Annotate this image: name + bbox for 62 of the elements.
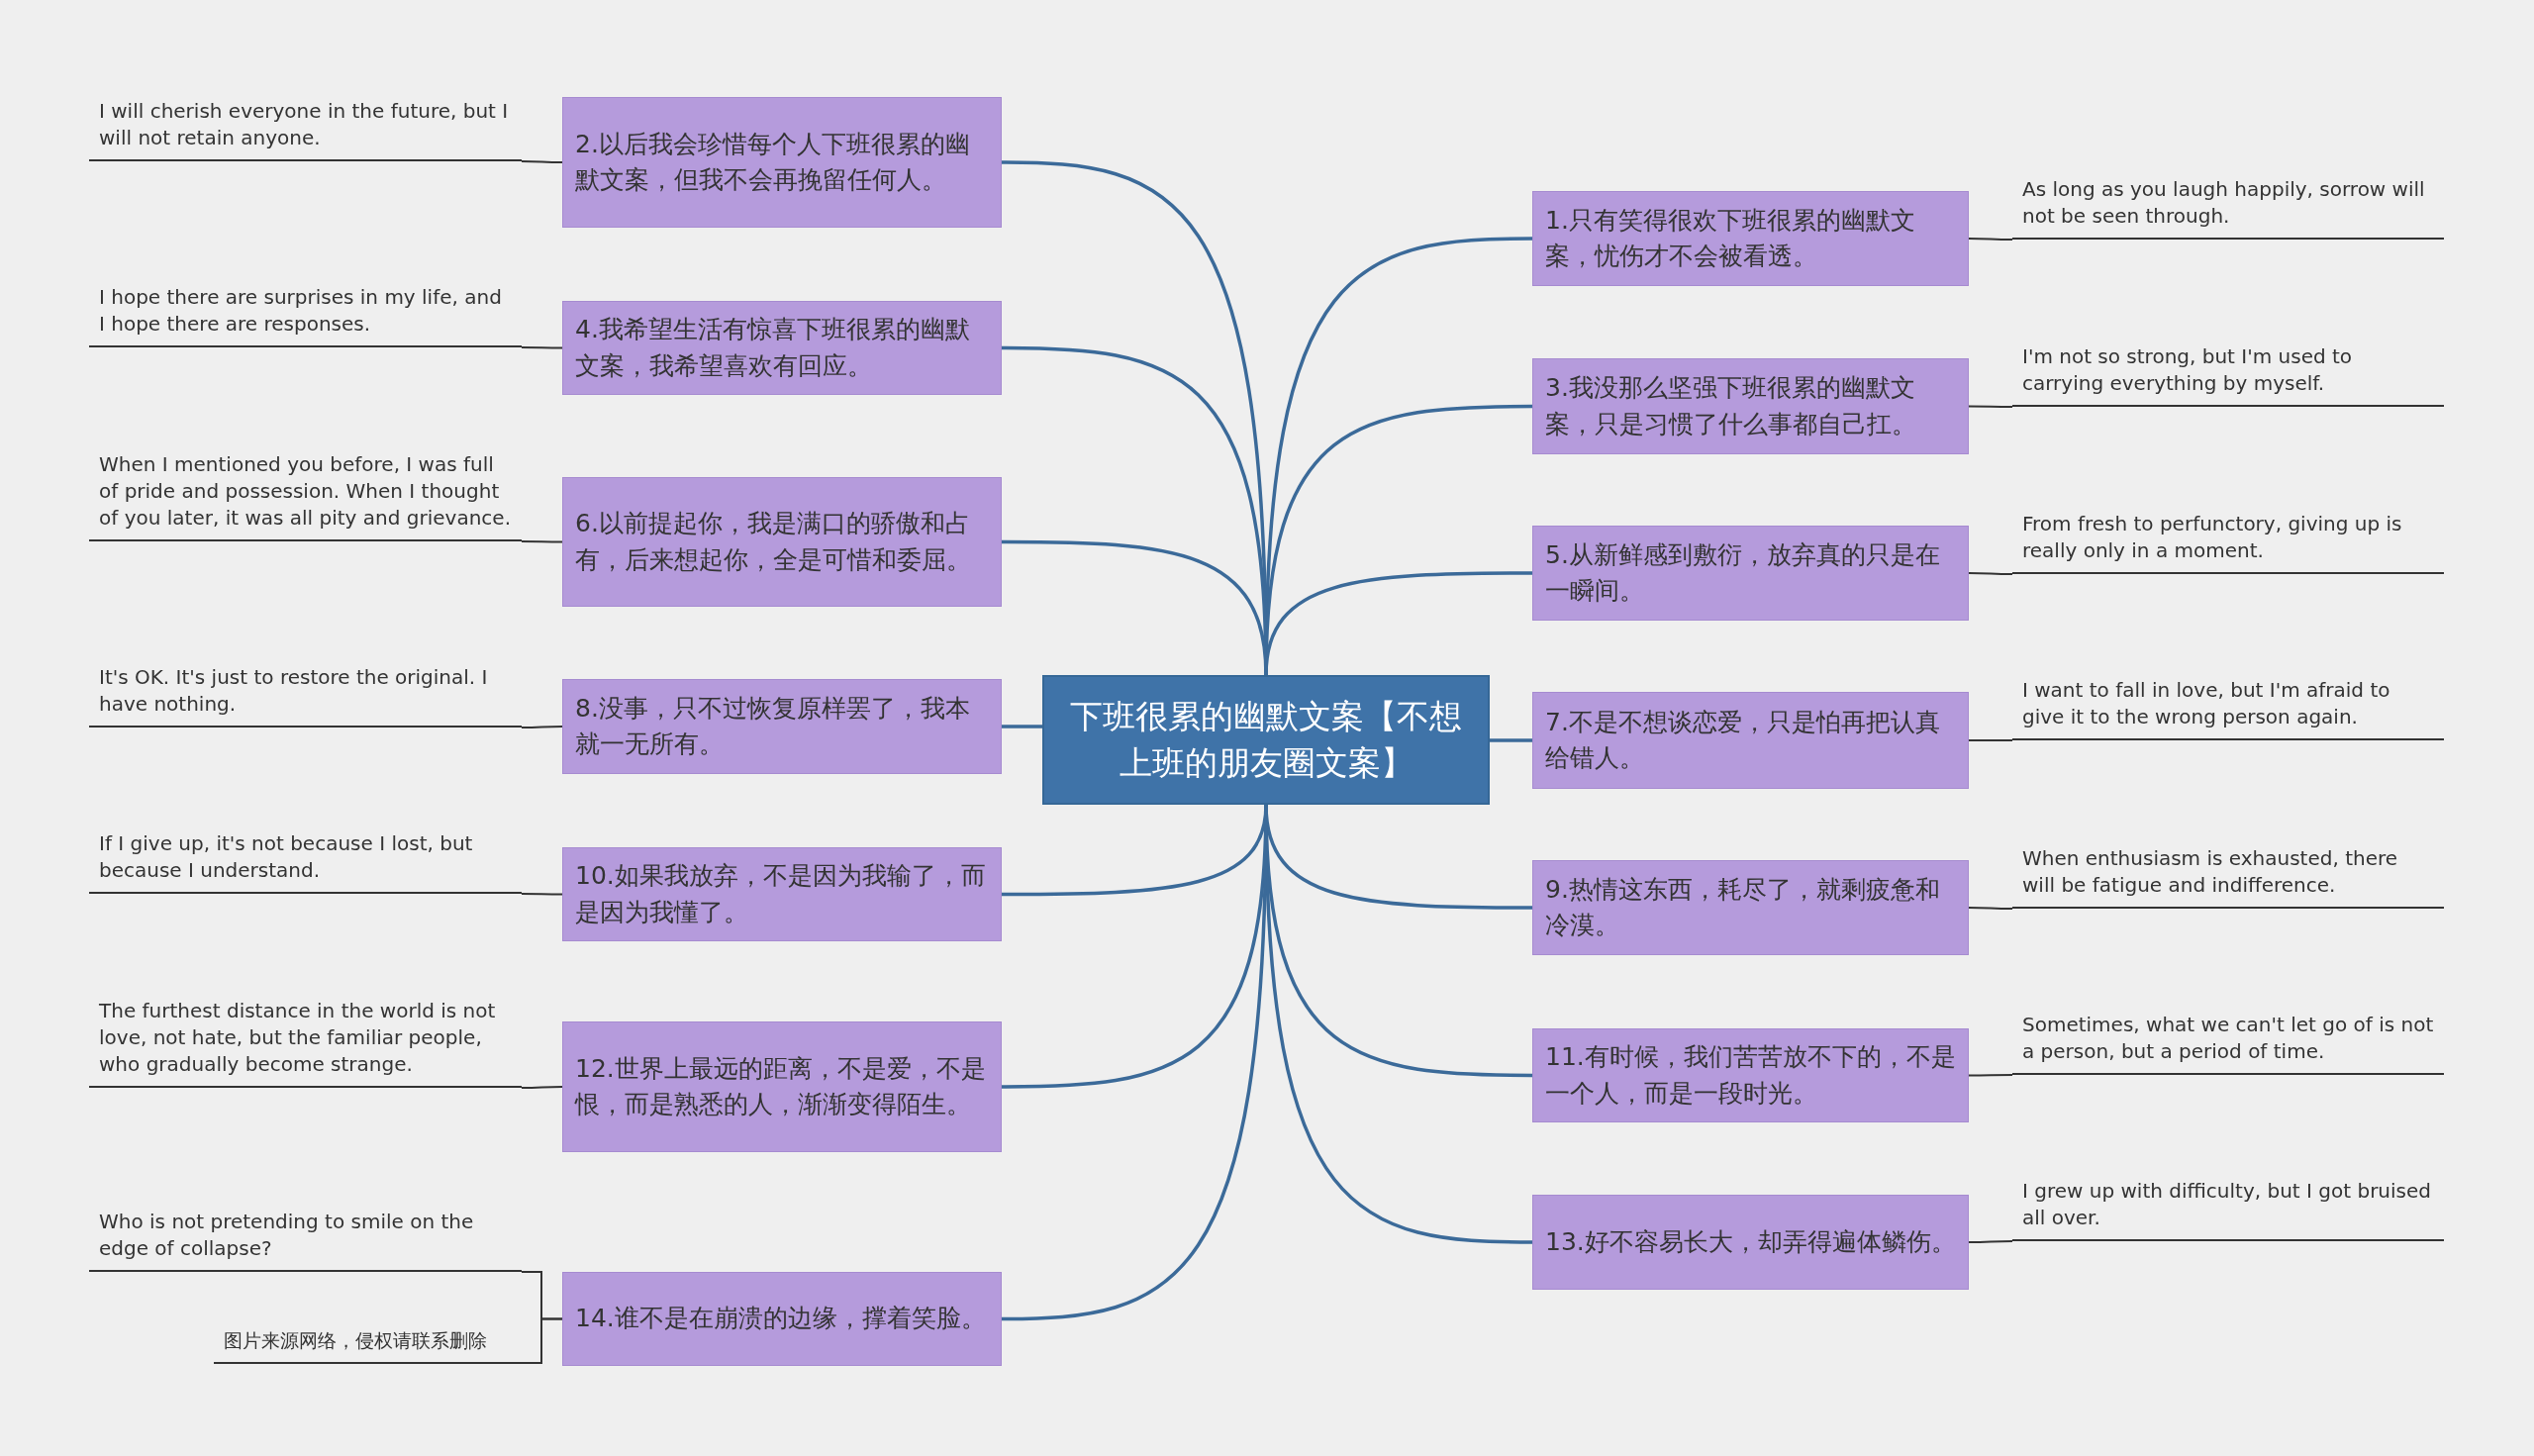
topic-box: [562, 1272, 1002, 1366]
node-text: I hope there are surprises in my life, and I hope there are responses.: [99, 284, 503, 338]
connector-line: [1002, 539, 1268, 676]
connector-line: [1490, 738, 1532, 742]
node-text: 4.我希望生活有惊喜下班很累的幽默文案，我希望喜欢有回应。: [575, 314, 971, 382]
node-text: 1.只有笑得很欢下班很累的幽默文案，忧伤才不会被看透。: [1545, 204, 1916, 272]
node-text: It's OK. It's just to restore the original. I have nothing.: [99, 664, 489, 718]
node-text: 9.热情这东西，耗尽了，就剩疲惫和冷漠。: [1545, 873, 1941, 941]
node-text: When enthusiasm is exhausted, there will be fatigue and indifference.: [2022, 845, 2399, 899]
topic-box: [562, 1021, 1002, 1152]
node-text: 2.以后我会珍惜每个人下班很累的幽默文案，但我不会再挽留任何人。: [575, 128, 971, 196]
connector-line: [540, 1317, 563, 1365]
topic-box: [1532, 860, 1969, 955]
node-text: 8.没事，只不过恢复原样罢了，我本就一无所有。: [575, 692, 971, 760]
node-text: 7.不是不想谈恋爱，只是怕再把认真给错人。: [1545, 706, 1941, 774]
topic-box: [1532, 1028, 1969, 1122]
connector-line: [1968, 1240, 2013, 1243]
connector-line: [1968, 739, 2013, 741]
connector-line: [521, 160, 563, 163]
topic-box: [1532, 358, 1969, 454]
connector-line: [1968, 238, 2013, 241]
node-text: If I give up, it's not because I lost, but because I understand.: [99, 830, 474, 884]
connector-line: [521, 1086, 563, 1089]
node-text: 11.有时候，我们苦苦放不下的，不是一个人，而是一段时光。: [1545, 1041, 1956, 1110]
node-text: 3.我没那么坚强下班很累的幽默文案，只是习惯了什么事都自己扛。: [1545, 372, 1917, 440]
connector-line: [1002, 725, 1042, 728]
node-text: I will cherish everyone in the future, but I will not retain anyone.: [99, 98, 510, 151]
node-text: 6.以前提起你，我是满口的骄傲和占有，后来想起你，全是可惜和委屈。: [575, 508, 972, 576]
topic-box: [562, 97, 1002, 228]
connector-line: [521, 540, 563, 543]
connector-line: [1968, 907, 2013, 910]
node-text: 图片来源网络，侵权请联系删除: [224, 1328, 488, 1354]
node-text: 13.好不容易长大，却弄得遍体鳞伤。: [1545, 1225, 1956, 1258]
topic-box: [562, 679, 1002, 774]
node-text: From fresh to perfunctory, giving up is really only in a moment.: [2022, 511, 2403, 564]
node-text: I want to fall in love, but I'm afraid to give it to the wrong person again.: [2022, 677, 2391, 730]
node-text: 下班很累的幽默文案【不想上班的朋友圈文案】: [1069, 696, 1463, 784]
node-text: As long as you laugh happily, sorrow will not be seen through.: [2022, 176, 2426, 230]
topic-box: [562, 301, 1002, 395]
connector-line: [521, 346, 563, 349]
node-text: 10.如果我放弃，不是因为我输了，而是因为我懂了。: [575, 860, 987, 928]
topic-box: [562, 847, 1002, 941]
topic-box: [562, 477, 1002, 607]
node-text: 14.谁不是在崩溃的边缘，撑着笑脸。: [575, 1303, 986, 1335]
connector-line: [1968, 405, 2013, 408]
connector-line: [521, 726, 563, 728]
topic-box: [1532, 692, 1969, 789]
topic-box: [1532, 1195, 1969, 1290]
node-text: When I mentioned you before, I was full of pride and possession. When I thought of you later, it was all pity and grievance.: [99, 451, 512, 532]
node-text: 12.世界上最远的距离，不是爱，不是恨，而是熟悉的人，渐渐变得陌生。: [575, 1052, 987, 1120]
connector-line: [521, 893, 563, 896]
central-topic-box: [1042, 675, 1490, 805]
connector-line: [1968, 1074, 2013, 1077]
topic-box: [1532, 191, 1969, 286]
node-text: Who is not pretending to smile on the edge of collapse?: [99, 1209, 475, 1262]
node-text: 5.从新鲜感到敷衍，放弃真的只是在一瞬间。: [1545, 538, 1941, 607]
topic-box: [1532, 526, 1969, 621]
node-text: I grew up with difficulty, but I got bruised all over.: [2022, 1178, 2432, 1231]
node-text: The furthest distance in the world is not love, not hate, but the familiar people, who gradually become strange.: [99, 998, 497, 1078]
node-text: Sometimes, what we can't let go of is not a person, but a period of time.: [2022, 1012, 2434, 1065]
connector-line: [1968, 572, 2013, 575]
node-text: I'm not so strong, but I'm used to carrying everything by myself.: [2022, 343, 2354, 397]
